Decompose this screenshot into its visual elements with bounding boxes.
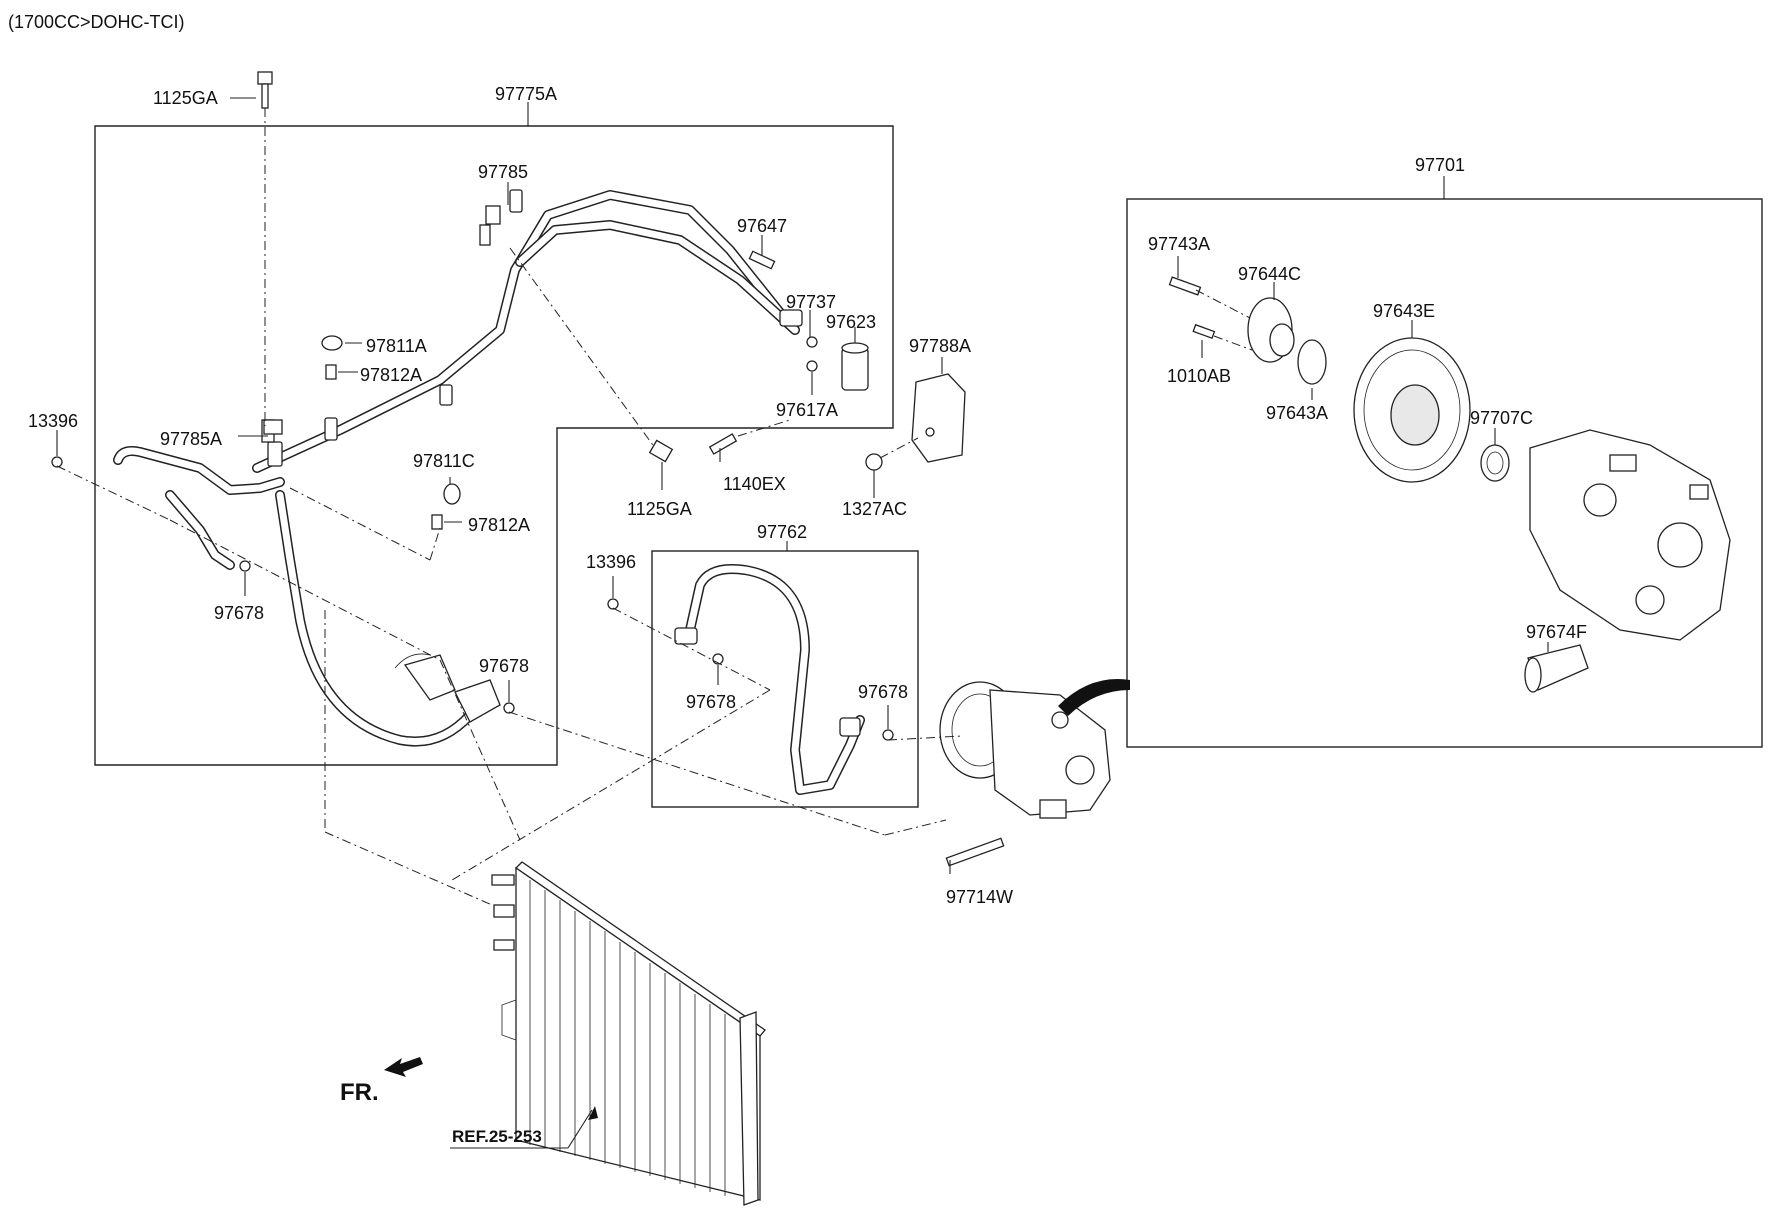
label-leaders	[56, 97, 1549, 874]
label-97674F: 97674F	[1526, 622, 1587, 642]
hose-assembly-97775A	[113, 189, 803, 747]
label-97617A: 97617A	[776, 400, 838, 420]
label-97707C: 97707C	[1470, 408, 1533, 428]
compressor-clutch-parts	[1168, 276, 1731, 693]
bracket-97788A	[911, 373, 966, 463]
engine-spec-label: (1700CC>DOHC-TCI)	[8, 12, 185, 32]
receiver-drier-97623	[841, 342, 869, 391]
group-label-97701: 97701	[1415, 155, 1465, 175]
label-97811C: 97811C	[413, 451, 475, 471]
reference-label: REF.25-253	[452, 1127, 542, 1146]
label-97623: 97623	[826, 312, 876, 332]
label-97644C: 97644C	[1238, 264, 1301, 284]
group-box-97762	[651, 550, 919, 808]
front-direction-arrow-icon	[384, 1057, 423, 1077]
label-97737: 97737	[786, 292, 836, 312]
label-97812A-1: 97812A	[360, 365, 422, 385]
front-marker: FR.	[340, 1057, 423, 1106]
label-97678-b: 97678	[479, 656, 529, 676]
front-label: FR.	[340, 1079, 379, 1106]
group-label-97762: 97762	[757, 522, 807, 542]
label-1125GA-top: 1125GA	[153, 88, 218, 108]
fasteners	[51, 71, 1005, 867]
label-1327AC: 1327AC	[842, 499, 907, 519]
label-97643E: 97643E	[1373, 301, 1435, 321]
label-97811A: 97811A	[366, 336, 427, 356]
label-97743A: 97743A	[1148, 234, 1210, 254]
label-97785A: 97785A	[160, 429, 222, 449]
label-1125GA-mid: 1125GA	[627, 499, 692, 519]
assembly-lines	[56, 108, 1253, 906]
label-97678-c: 97678	[686, 692, 736, 712]
label-97647: 97647	[737, 216, 787, 236]
label-13396-mid: 13396	[586, 552, 636, 572]
label-97785: 97785	[478, 162, 528, 182]
label-97643A: 97643A	[1266, 403, 1328, 423]
label-1140EX: 1140EX	[723, 474, 786, 494]
label-13396-left: 13396	[28, 411, 78, 431]
condenser	[491, 861, 766, 1206]
label-97714W: 97714W	[946, 887, 1013, 907]
group-box-97775A	[94, 125, 894, 766]
reference-arrow-icon	[588, 1106, 598, 1120]
label-97812A-2: 97812A	[468, 515, 530, 535]
hose-97762	[674, 564, 865, 795]
label-97678-d: 97678	[858, 682, 908, 702]
label-97678-a: 97678	[214, 603, 264, 623]
label-1010AB: 1010AB	[1167, 366, 1231, 386]
callout-arrow	[1058, 679, 1130, 716]
group-label-97775A: 97775A	[495, 84, 557, 104]
part-labels: 1125GA 97785 97647 97737 97623 97811A 97…	[28, 88, 1587, 907]
reference-marker: REF.25-253	[450, 1106, 598, 1149]
small-fittings	[261, 205, 501, 530]
label-97788A: 97788A	[909, 336, 971, 356]
